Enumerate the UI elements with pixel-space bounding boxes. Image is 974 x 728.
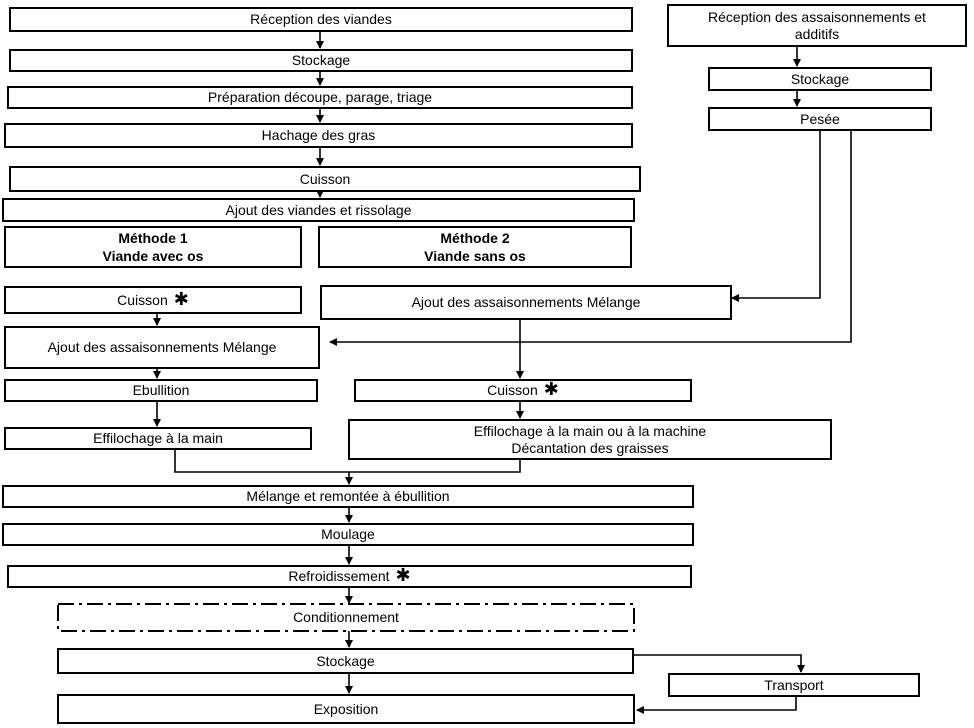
critical-point-star-icon: ✱	[543, 379, 559, 399]
node-stockage: Stockage	[9, 49, 633, 72]
methode-1-title: Méthode 1	[118, 230, 188, 246]
node-label: Refroidissement	[288, 568, 390, 584]
node-label: Ajout des assaisonnements Mélange	[47, 339, 277, 355]
methode-2-title: Méthode 2	[440, 230, 510, 246]
node-label-row: Refroidissement ✱	[288, 565, 411, 585]
node-label-row: Cuisson ✱	[117, 288, 189, 309]
arrow-stockage-transport	[634, 654, 805, 673]
node-m1-effilochage: Effilochage à la main	[4, 427, 312, 450]
node-label: Ajout des assaisonnements Mélange	[411, 294, 641, 310]
node-label: Ajout des viandes et rissolage	[225, 201, 412, 218]
critical-point-star-icon: ✱	[395, 565, 411, 585]
node-label: Cuisson	[299, 170, 351, 187]
node-stockage-final: Stockage	[57, 648, 634, 674]
node-label: Pesée	[800, 110, 840, 127]
node-refroidissement: Refroidissement ✱	[7, 565, 692, 588]
node-label-row: Cuisson ✱	[487, 379, 559, 399]
node-label-line-2: Décantation des graisses	[511, 439, 669, 456]
node-label: Préparation découpe, parage, triage	[207, 89, 433, 105]
node-methode-1: Méthode 1 Viande avec os	[4, 226, 302, 268]
node-label: Stockage	[291, 52, 351, 68]
methode-1-subtitle: Viande avec os	[102, 248, 204, 264]
node-m2-cuisson: Cuisson ✱	[354, 379, 692, 402]
node-label: Transport	[764, 676, 824, 693]
node-label: Mélange et remontée à ébullition	[246, 488, 450, 504]
node-label: Réception des viandes	[250, 11, 392, 27]
node-m1-ajout-assaisonnements: Ajout des assaisonnements Mélange	[4, 326, 320, 369]
node-pesee: Pesée	[708, 107, 932, 131]
node-m2-effilochage: Effilochage à la main ou à la machine Dé…	[348, 419, 832, 460]
node-reception-assaisonnements: Réception des assaisonnements et additif…	[667, 4, 967, 47]
node-cuisson: Cuisson	[9, 166, 641, 192]
node-exposition: Exposition	[57, 694, 635, 724]
node-label: Conditionnement	[293, 609, 399, 625]
node-label: Stockage	[790, 70, 850, 87]
node-stockage-assaisonnements: Stockage	[708, 67, 932, 91]
node-label-line-1: Réception des assaisonnements et	[708, 8, 926, 25]
arrow-transport-exposition	[636, 697, 797, 714]
node-label: Cuisson	[487, 382, 538, 398]
arrow-pesee-m2-ajout	[731, 131, 821, 302]
node-moulage: Moulage	[2, 523, 694, 546]
node-transport: Transport	[668, 673, 920, 697]
node-label-line-1: Effilochage à la main ou à la machine	[473, 422, 707, 439]
node-preparation: Préparation découpe, parage, triage	[7, 86, 633, 109]
node-reception-viandes: Réception des viandes	[9, 7, 633, 32]
node-label: Hachage des gras	[261, 127, 376, 143]
node-label-line-2: additifs	[794, 25, 840, 42]
node-hachage: Hachage des gras	[4, 123, 633, 148]
node-m1-ebullition: Ebullition	[4, 379, 318, 402]
node-ajout-viandes: Ajout des viandes et rissolage	[2, 198, 635, 222]
node-label: Ebullition	[132, 382, 190, 398]
line-m1-effilochage-merge	[174, 450, 349, 473]
node-label: Effilochage à la main	[93, 430, 223, 446]
critical-point-star-icon: ✱	[173, 288, 189, 309]
node-label: Exposition	[313, 700, 379, 717]
node-label: Moulage	[321, 526, 375, 542]
node-m2-ajout-assaisonnements: Ajout des assaisonnements Mélange	[320, 285, 732, 320]
node-label: Cuisson	[117, 291, 168, 308]
node-melange: Mélange et remontée à ébullition	[2, 485, 694, 508]
node-methode-2: Méthode 2 Viande sans os	[318, 226, 632, 268]
line-m2-effilochage-merge	[349, 460, 521, 473]
node-m1-cuisson: Cuisson ✱	[4, 286, 302, 314]
methode-2-subtitle: Viande sans os	[424, 248, 526, 264]
node-label: Stockage	[316, 652, 375, 669]
node-conditionnement: Conditionnement	[60, 606, 632, 629]
